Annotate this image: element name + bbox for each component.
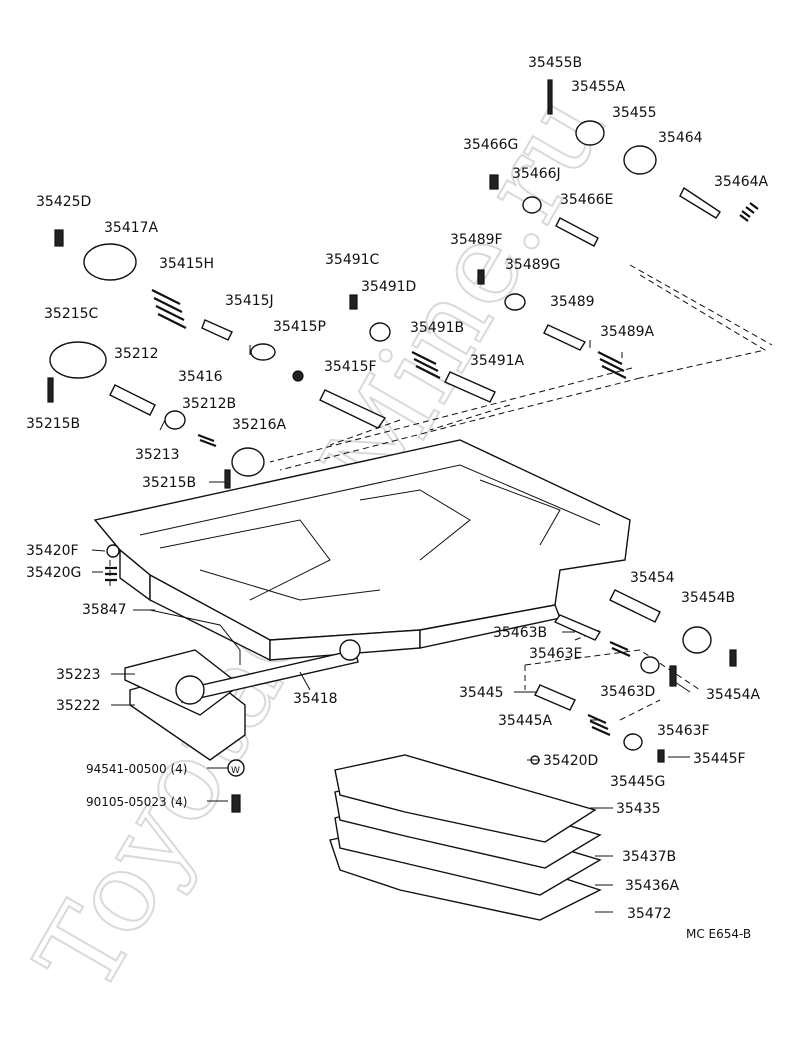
label-35415J[interactable]: 35415J (225, 293, 274, 309)
label-35415H[interactable]: 35415H (159, 256, 214, 272)
part-labels: 35455B 35455A 35455 35464 35464A 35466G … (26, 55, 769, 941)
label-35464A[interactable]: 35464A (714, 174, 769, 190)
label-35463E[interactable]: 35463E (529, 646, 582, 662)
label-35415F[interactable]: 35415F (324, 359, 377, 375)
label-35445[interactable]: 35445 (459, 685, 504, 701)
label-35222[interactable]: 35222 (56, 698, 101, 714)
label-35466J[interactable]: 35466J (512, 166, 561, 182)
label-35466G[interactable]: 35466G (463, 137, 518, 153)
label-35215B-lower[interactable]: 35215B (26, 416, 80, 432)
label-35454A[interactable]: 35454A (706, 687, 761, 703)
label-35489G[interactable]: 35489G (505, 257, 560, 273)
label-35213[interactable]: 35213 (135, 447, 180, 463)
label-35436A[interactable]: 35436A (625, 878, 680, 894)
label-35454[interactable]: 35454 (630, 570, 675, 586)
label-35489[interactable]: 35489 (550, 294, 595, 310)
label-35420G[interactable]: 35420G (26, 565, 81, 581)
label-35435[interactable]: 35435 (616, 801, 661, 817)
label-35463B[interactable]: 35463B (493, 625, 547, 641)
label-35445G[interactable]: 35445G (610, 774, 665, 790)
label-35212B[interactable]: 35212B (182, 396, 236, 412)
label-35455[interactable]: 35455 (612, 105, 657, 121)
label-35491B[interactable]: 35491B (410, 320, 464, 336)
label-35215C[interactable]: 35215C (44, 306, 99, 322)
label-35417A[interactable]: 35417A (104, 220, 159, 236)
label-35215B[interactable]: 35215B (142, 475, 196, 491)
label-35445A[interactable]: 35445A (498, 713, 553, 729)
label-35466E[interactable]: 35466E (560, 192, 613, 208)
label-35455B[interactable]: 35455B (528, 55, 582, 71)
label-35489F[interactable]: 35489F (450, 232, 503, 248)
washer-mark-icon: W (231, 766, 240, 776)
label-35437B[interactable]: 35437B (622, 849, 676, 865)
label-35425D[interactable]: 35425D (36, 194, 91, 210)
diagram-code: MC E654-B (686, 927, 751, 941)
label-35491D[interactable]: 35491D (361, 279, 416, 295)
label-35416[interactable]: 35416 (178, 369, 223, 385)
part-shapes (47, 79, 759, 813)
label-35216A[interactable]: 35216A (232, 417, 287, 433)
label-35445F[interactable]: 35445F (693, 751, 746, 767)
label-35491A[interactable]: 35491A (470, 353, 525, 369)
label-35464[interactable]: 35464 (658, 130, 703, 146)
label-35454B[interactable]: 35454B (681, 590, 735, 606)
label-35418[interactable]: 35418 (293, 691, 338, 707)
label-35463F[interactable]: 35463F (657, 723, 710, 739)
label-35415P[interactable]: 35415P (273, 319, 326, 335)
leader-lines (91, 340, 691, 913)
label-35223[interactable]: 35223 (56, 667, 101, 683)
label-35491C[interactable]: 35491C (325, 252, 380, 268)
label-35420F[interactable]: 35420F (26, 543, 79, 559)
label-35455A[interactable]: 35455A (571, 79, 626, 95)
valve-body (93, 439, 631, 662)
label-35847[interactable]: 35847 (82, 602, 127, 618)
label-35489A[interactable]: 35489A (600, 324, 655, 340)
label-94541-00500[interactable]: 94541-00500 (4) (86, 762, 188, 776)
label-35420D[interactable]: 35420D (543, 753, 598, 769)
label-90105-05023[interactable]: 90105-05023 (4) (86, 795, 188, 809)
label-35463D[interactable]: 35463D (600, 684, 655, 700)
label-35212[interactable]: 35212 (114, 346, 159, 362)
label-35472[interactable]: 35472 (627, 906, 672, 922)
